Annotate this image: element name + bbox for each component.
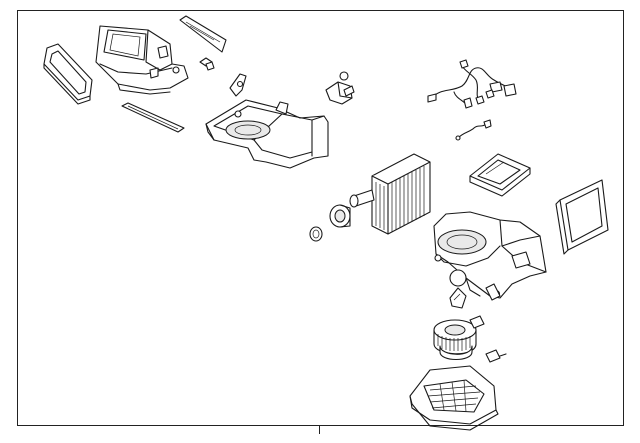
connector-bracket — [230, 74, 246, 96]
motor-connector — [486, 350, 506, 362]
blower-motor-wheel — [434, 316, 484, 360]
wiring-harness — [428, 60, 516, 108]
blower-lower-cover — [410, 366, 498, 430]
intake-door-housing — [96, 26, 188, 94]
frame-tick-mark — [319, 426, 320, 434]
expansion-fitting — [330, 190, 374, 227]
duct-seal-frame — [180, 16, 226, 52]
diagram-frame — [17, 10, 624, 426]
blower-case — [434, 212, 546, 300]
sensor-lead — [456, 120, 491, 140]
blower-resistor — [450, 270, 466, 308]
filter-seal-gasket — [44, 44, 92, 104]
lower-case-tray — [206, 100, 328, 168]
cabin-air-filter — [556, 180, 608, 254]
actuator-motor — [326, 72, 354, 104]
evaporator-core — [372, 154, 430, 234]
o-ring — [310, 227, 322, 241]
housing-seal-strip — [122, 103, 184, 132]
cover-plate — [470, 154, 530, 196]
small-clip — [200, 58, 214, 70]
